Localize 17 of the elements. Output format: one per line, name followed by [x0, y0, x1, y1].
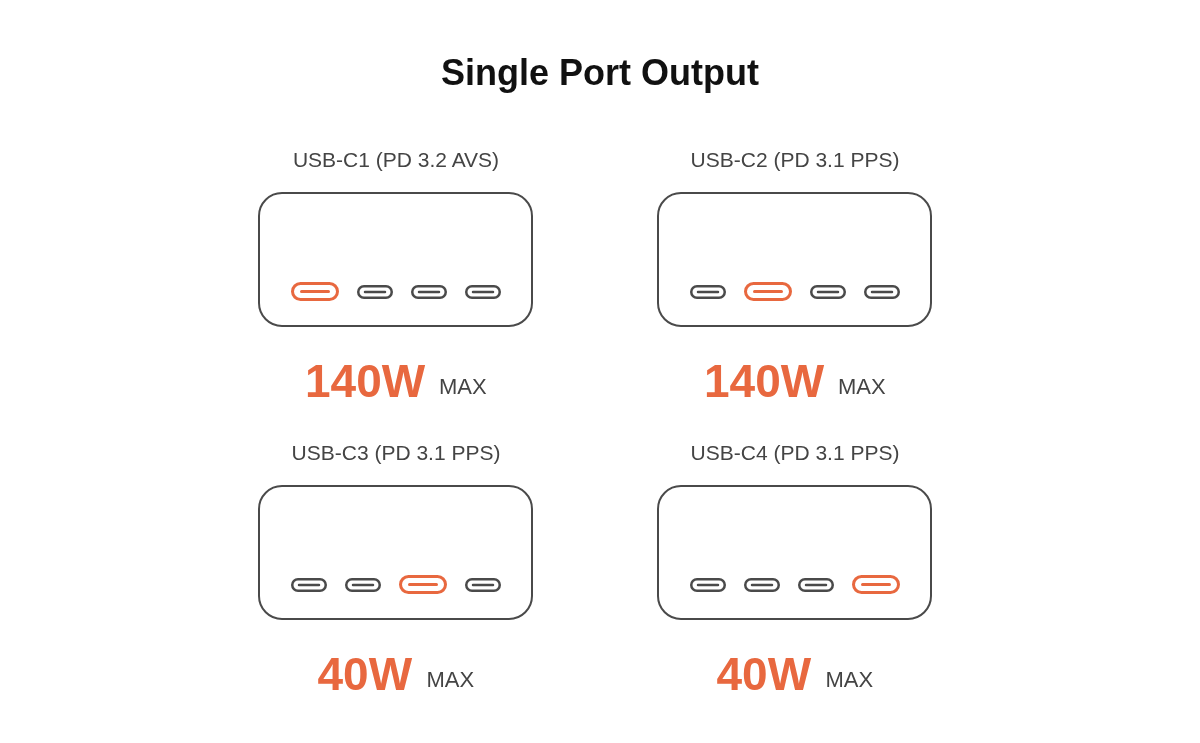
max-label: MAX — [426, 669, 475, 691]
power-value: 40W — [716, 651, 812, 697]
port-heading: USB-C4 (PD 3.1 PPS) — [689, 441, 901, 465]
power-value: 140W — [305, 358, 426, 404]
title: Single Port Output — [440, 52, 760, 94]
power-value: 140W — [704, 358, 825, 404]
charger-outline — [657, 485, 932, 620]
power-value: 40W — [317, 651, 413, 697]
charger-outline — [258, 192, 533, 327]
charger-outline — [258, 485, 533, 620]
port-heading: USB-C2 (PD 3.1 PPS) — [689, 148, 901, 172]
max-label: MAX — [439, 376, 487, 398]
max-label: MAX — [838, 376, 886, 398]
port-heading: USB-C3 (PD 3.1 PPS) — [290, 441, 502, 465]
charger-outline — [657, 192, 932, 327]
max-label: MAX — [825, 669, 874, 691]
port-heading: USB-C1 (PD 3.2 AVS) — [291, 148, 501, 172]
